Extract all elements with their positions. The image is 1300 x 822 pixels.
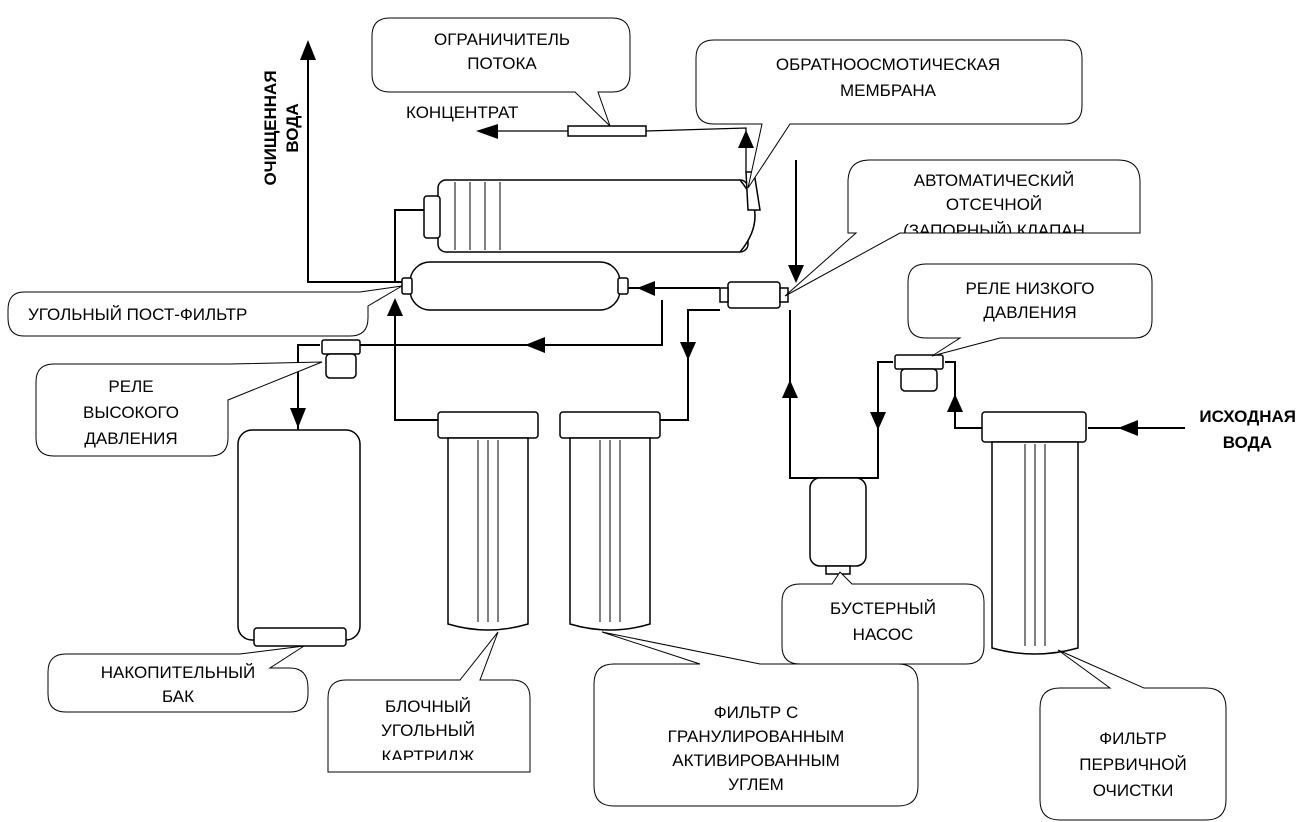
- source-water-label: ИСХОДНАЯ ВОДА: [1199, 407, 1296, 452]
- callout-storage-tank: [47, 645, 309, 713]
- high-pressure-switch-body: [321, 339, 361, 379]
- svg-text:РЕЛЕ НИЗКОГО: РЕЛЕ НИЗКОГО: [965, 279, 1094, 298]
- callout-flow-restrictor: [371, 17, 631, 127]
- prefilter-label: ФИЛЬТР ПЕРВИЧНОЙ ОЧИСТКИ: [1079, 729, 1187, 800]
- callout-ro-membrane: [695, 39, 1083, 189]
- arrow-gac-down: [680, 342, 696, 360]
- arrow-pump-down: [870, 412, 886, 430]
- svg-text:ФИЛЬТР: ФИЛЬТР: [1099, 729, 1166, 748]
- carbon-postfilter-body: [401, 261, 629, 311]
- svg-text:НАСОС: НАСОС: [853, 625, 914, 644]
- svg-text:ОГРАНИЧИТЕЛЬ: ОГРАНИЧИТЕЛЬ: [434, 30, 570, 49]
- booster-pump-label: БУСТЕРНЫЙ НАСОС: [830, 599, 936, 644]
- svg-text:МЕМБРАНА: МЕМБРАНА: [840, 81, 937, 100]
- callout-auto-shutoff: [784, 159, 1141, 297]
- flow-arrows: [290, 40, 1138, 436]
- membrane-to-postfilter-pipe: [394, 209, 432, 283]
- svg-text:ВЫСОКОГО: ВЫСОКОГО: [83, 403, 179, 422]
- prefilter-housing: [981, 411, 1087, 655]
- flow-restrictor: [567, 125, 647, 137]
- callout-high-pressure: [35, 361, 323, 457]
- callout-gac: [593, 631, 919, 807]
- arrow-membrane-up: [738, 130, 754, 148]
- arrow-membrane-down: [788, 265, 804, 283]
- svg-text:ВОДА: ВОДА: [1223, 433, 1272, 452]
- purified-water-label: ОЧИЩЕННАЯ ВОДА: [261, 70, 302, 185]
- callout-prefilter: [1039, 649, 1227, 821]
- svg-text:ОБРАТНООСМОТИЧЕСКАЯ: ОБРАТНООСМОТИЧЕСКАЯ: [776, 55, 1000, 74]
- svg-text:АВТОМАТИЧЕСКИЙ: АВТОМАТИЧЕСКИЙ: [914, 171, 1074, 190]
- svg-text:ВОДА: ВОДА: [283, 103, 302, 152]
- gac-to-valve-pipe: [660, 309, 720, 421]
- callout-booster-pump: [781, 571, 985, 665]
- low-pressure-switch-body: [894, 354, 944, 392]
- svg-text:ОЧИЩЕННАЯ: ОЧИЩЕННАЯ: [261, 70, 280, 185]
- svg-text:ИСХОДНАЯ: ИСХОДНАЯ: [1199, 407, 1296, 426]
- switch-to-prefilter-pipe: [945, 361, 985, 429]
- carbon-block-to-postfilter: [394, 300, 440, 421]
- arrow-hp-left: [525, 337, 545, 353]
- storage-tank-body: [237, 429, 361, 647]
- svg-text:ГРАНУЛИРОВАННЫМ: ГРАНУЛИРОВАННЫМ: [668, 727, 845, 746]
- gac-filter-label: ФИЛЬТР С ГРАНУЛИРОВАННЫМ АКТИВИРОВАННЫМ …: [668, 703, 845, 794]
- svg-text:БЛОЧНЫЙ: БЛОЧНЫЙ: [385, 697, 471, 716]
- callout-low-pressure: [907, 263, 1153, 357]
- svg-text:КАРТРИДЖ: КАРТРИДЖ: [382, 747, 475, 766]
- storage-tank-label: НАКОПИТЕЛЬНЫЙ БАК: [101, 663, 256, 706]
- arrow-tank-down: [290, 408, 306, 428]
- svg-text:БАК: БАК: [162, 687, 194, 706]
- arrow-pump-up: [782, 380, 798, 398]
- svg-text:ПОТОКА: ПОТОКА: [467, 54, 537, 73]
- svg-text:(ЗАПОРНЫЙ) КЛАПАН: (ЗАПОРНЫЙ) КЛАПАН: [903, 221, 1085, 240]
- svg-text:ДАВЛЕНИЯ: ДАВЛЕНИЯ: [983, 303, 1076, 322]
- svg-text:УГОЛЬНЫЙ: УГОЛЬНЫЙ: [381, 721, 475, 740]
- svg-text:ОТСЕЧНОЙ: ОТСЕЧНОЙ: [946, 195, 1042, 214]
- callout-postfilter: [7, 285, 403, 337]
- callout-carbon-block: [327, 631, 531, 773]
- ro-membrane-label: ОБРАТНООСМОТИЧЕСКАЯ МЕМБРАНА: [776, 55, 1000, 100]
- svg-text:РЕЛЕ: РЕЛЕ: [108, 377, 153, 396]
- arrow-concentrate-left: [476, 124, 498, 139]
- auto-shutoff-label: АВТОМАТИЧЕСКИЙ ОТСЕЧНОЙ (ЗАПОРНЫЙ) КЛАПА…: [903, 171, 1085, 240]
- ro-membrane-housing: [423, 171, 761, 253]
- pump-to-valve-pipe: [789, 310, 838, 479]
- concentrate-pipe: [498, 127, 747, 172]
- arrow-source-left: [1118, 420, 1138, 436]
- carbon-block-housing: [437, 411, 539, 631]
- svg-text:ОЧИСТКИ: ОЧИСТКИ: [1093, 781, 1174, 800]
- svg-text:ФИЛЬТР С: ФИЛЬТР С: [714, 703, 798, 722]
- auto-shutoff-valve-body: [719, 281, 789, 309]
- svg-text:УГЛЕМ: УГЛЕМ: [728, 775, 784, 794]
- gac-filter-housing: [559, 411, 661, 631]
- high-pressure-to-tank: [297, 344, 320, 430]
- arrow-block-up: [387, 298, 403, 316]
- arrow-purified-up: [300, 40, 316, 60]
- postfilter-label: УГОЛЬНЫЙ ПОСТ-ФИЛЬТР: [28, 305, 247, 324]
- booster-pump-body: [809, 477, 867, 575]
- carbon-block-label: БЛОЧНЫЙ УГОЛЬНЫЙ КАРТРИДЖ: [381, 697, 475, 766]
- high-pressure-line: [360, 300, 663, 346]
- concentrate-label: КОНЦЕНТРАТ: [406, 103, 518, 122]
- svg-text:АКТИВИРОВАННЫМ: АКТИВИРОВАННЫМ: [672, 751, 839, 770]
- high-pressure-label: РЕЛЕ ВЫСОКОГО ДАВЛЕНИЯ: [83, 377, 179, 448]
- arrow-prefilter-up: [947, 394, 963, 412]
- arrow-valve-left: [637, 281, 655, 296]
- pump-from-switch-pipe: [838, 361, 893, 479]
- svg-text:БУСТЕРНЫЙ: БУСТЕРНЫЙ: [830, 599, 936, 618]
- purified-water-pipe: [307, 55, 408, 283]
- flow-restrictor-label: ОГРАНИЧИТЕЛЬ ПОТОКА: [434, 30, 570, 73]
- svg-text:ДАВЛЕНИЯ: ДАВЛЕНИЯ: [84, 429, 177, 448]
- svg-text:НАКОПИТЕЛЬНЫЙ: НАКОПИТЕЛЬНЫЙ: [101, 663, 256, 682]
- svg-text:ПЕРВИЧНОЙ: ПЕРВИЧНОЙ: [1079, 755, 1187, 774]
- low-pressure-label: РЕЛЕ НИЗКОГО ДАВЛЕНИЯ: [965, 279, 1094, 322]
